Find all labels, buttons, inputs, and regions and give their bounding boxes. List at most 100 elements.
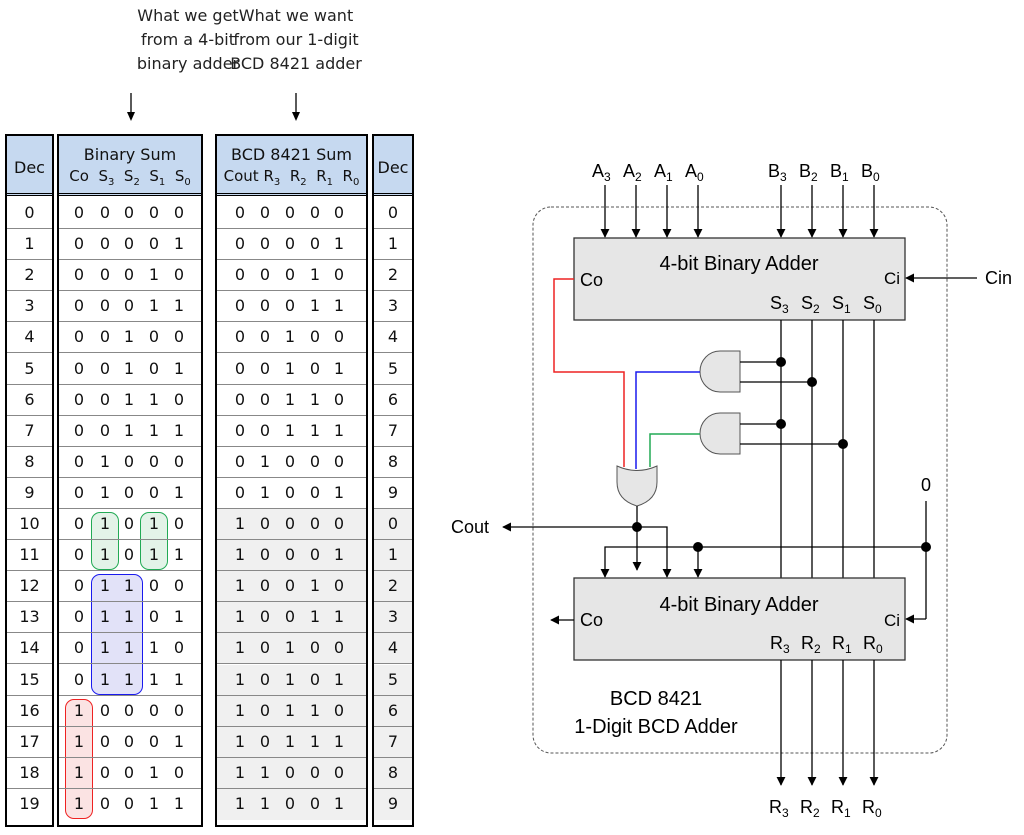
bit-cell: 0: [148, 203, 160, 222]
bit-cell: 0: [309, 327, 321, 347]
bit-cell: 1: [148, 762, 160, 782]
dec-cell: 10: [19, 514, 40, 533]
bit-cell: 0: [99, 327, 111, 347]
bit-cell: 1: [99, 514, 111, 533]
dec-cell: 1: [387, 545, 399, 565]
bit-cell: 1: [173, 669, 185, 689]
column-sub: 0: [352, 177, 360, 188]
dec-cell: 2: [24, 265, 35, 285]
dec-cell: 3: [24, 296, 35, 316]
dec-cell: 6: [387, 389, 399, 409]
out-label-r2: R2: [800, 797, 820, 820]
bit-cell: 0: [73, 514, 85, 533]
dec-cell: 0: [387, 203, 399, 222]
bit-cell: 0: [309, 514, 321, 533]
bit-cell: 0: [173, 265, 185, 285]
bit-cell: 1: [333, 669, 345, 689]
column-label: R0: [343, 167, 360, 188]
dec-cell: 17: [19, 731, 40, 751]
bit-cell: 0: [73, 296, 85, 316]
bit-cell: 0: [333, 514, 345, 533]
bit-cell: 0: [123, 545, 135, 565]
bit-cell: 1: [123, 358, 135, 378]
dec-header: Dec: [7, 136, 52, 196]
bit-cell: 0: [259, 545, 271, 565]
bit-cell: 0: [309, 451, 321, 471]
bit-cell: 1: [148, 265, 160, 285]
dec-header-label: Dec: [377, 158, 409, 177]
bit-cell: 0: [99, 700, 111, 720]
table-row: 0: [7, 198, 52, 229]
bit-cell: 0: [259, 389, 271, 409]
bit-cell: 0: [99, 389, 111, 409]
dec-cell: 3: [387, 607, 399, 627]
bit-cell: 1: [309, 389, 321, 409]
bit-cell: 0: [259, 731, 271, 751]
bit-cell: 0: [173, 762, 185, 782]
dec-cell: 18: [19, 762, 40, 782]
bit-cell: 1: [333, 545, 345, 565]
bit-cell: 1: [284, 358, 296, 378]
dec-cell: 4: [24, 327, 35, 347]
table-row: 7: [7, 416, 52, 447]
dec-cell: 15: [19, 669, 40, 689]
co-wire-red: [553, 278, 625, 467]
s3-s1-group-b: [140, 512, 168, 571]
bit-cell: 0: [259, 669, 271, 689]
bit-cell: 0: [73, 607, 85, 627]
label-a1: A1: [654, 161, 673, 184]
sum-columns: Cout R3 R2 R1 R0: [217, 167, 366, 188]
caption-line: BCD 8421 adder: [230, 54, 362, 73]
bit-cell: 1: [284, 389, 296, 409]
dec-cell: 3: [387, 296, 399, 316]
bit-cell: 0: [99, 731, 111, 751]
and1-wire-blue: [635, 371, 700, 469]
caption-line: What we want: [238, 6, 354, 25]
caption-line: from a 4-bit: [140, 30, 236, 49]
bit-cell: 0: [123, 762, 135, 782]
bit-cell: 0: [173, 576, 185, 596]
and-gate-s3-s1: [699, 412, 741, 455]
dec-cell: 6: [24, 389, 35, 409]
caption-line: What we get: [137, 6, 239, 25]
bit-cell: 1: [173, 545, 185, 565]
bit-cell: 1: [123, 638, 135, 658]
bit-cell: 0: [73, 545, 85, 565]
bit-cell: 0: [173, 451, 185, 471]
bit-cell: 0: [234, 327, 246, 347]
bit-cell: 0: [99, 793, 111, 813]
table-row: 19: [7, 789, 52, 820]
bit-cell: 1: [173, 607, 185, 627]
bit-cell: 0: [173, 203, 185, 222]
bit-cell: 1: [173, 296, 185, 316]
bit-cell: 1: [234, 638, 246, 658]
column-sub: 2: [133, 177, 140, 188]
table-row: 9: [374, 478, 412, 509]
table-row: 9: [374, 788, 412, 820]
dec-cell: 9: [387, 482, 399, 502]
column-label: R2: [290, 167, 307, 188]
dec-cell: 4: [387, 327, 399, 347]
bit-cell: 0: [73, 669, 85, 689]
bit-cell: 1: [309, 700, 321, 720]
bit-cell: 1: [173, 731, 185, 751]
table-row: 15: [7, 665, 52, 696]
